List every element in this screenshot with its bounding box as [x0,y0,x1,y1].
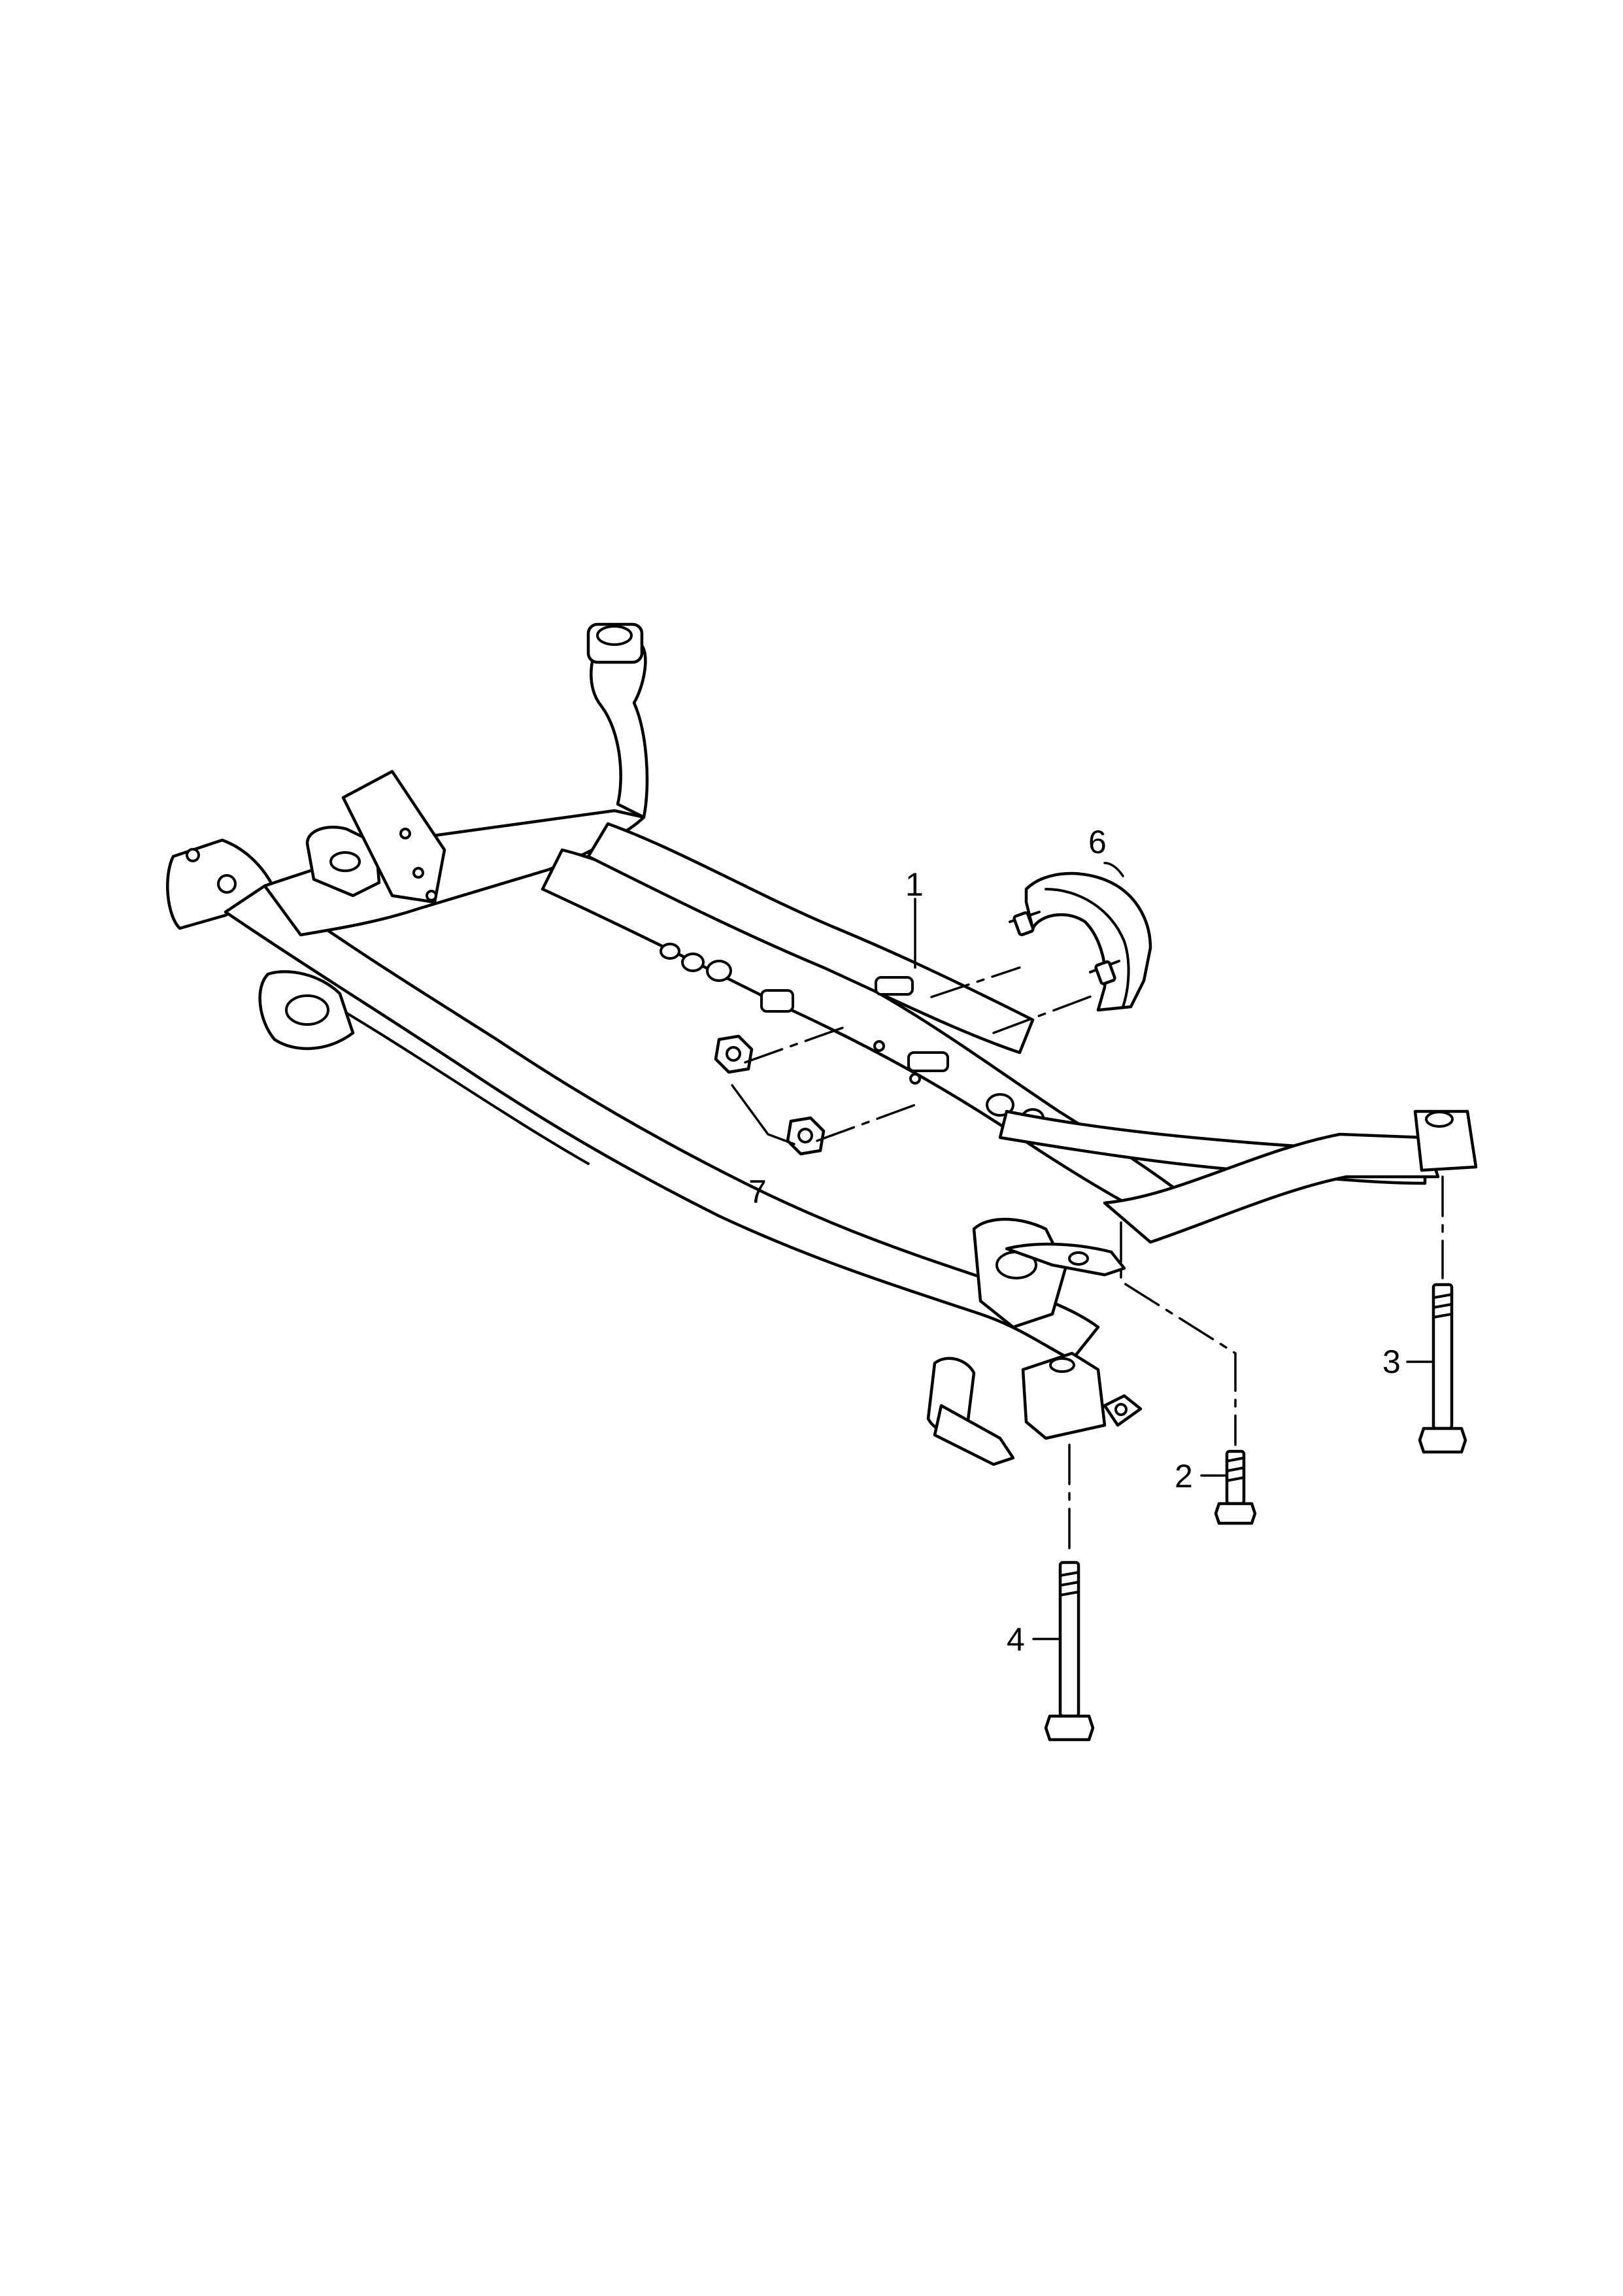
bolt-part-3 [1418,1283,1467,1454]
callout-7: 7 [748,1173,767,1210]
callout-4: 4 [1007,1621,1025,1658]
bracket-part-6 [1009,871,1152,1012]
assembly-lines [744,966,1444,1557]
callout-6: 6 [1088,824,1107,860]
callout-3: 3 [1382,1343,1401,1380]
callout-leaders [731,862,1435,1640]
bolt-part-2 [1214,1449,1257,1525]
callout-1: 1 [905,866,924,903]
rear-subframe [166,622,1478,1466]
bolt-part-4 [1044,1561,1095,1742]
callout-2: 2 [1175,1458,1193,1494]
